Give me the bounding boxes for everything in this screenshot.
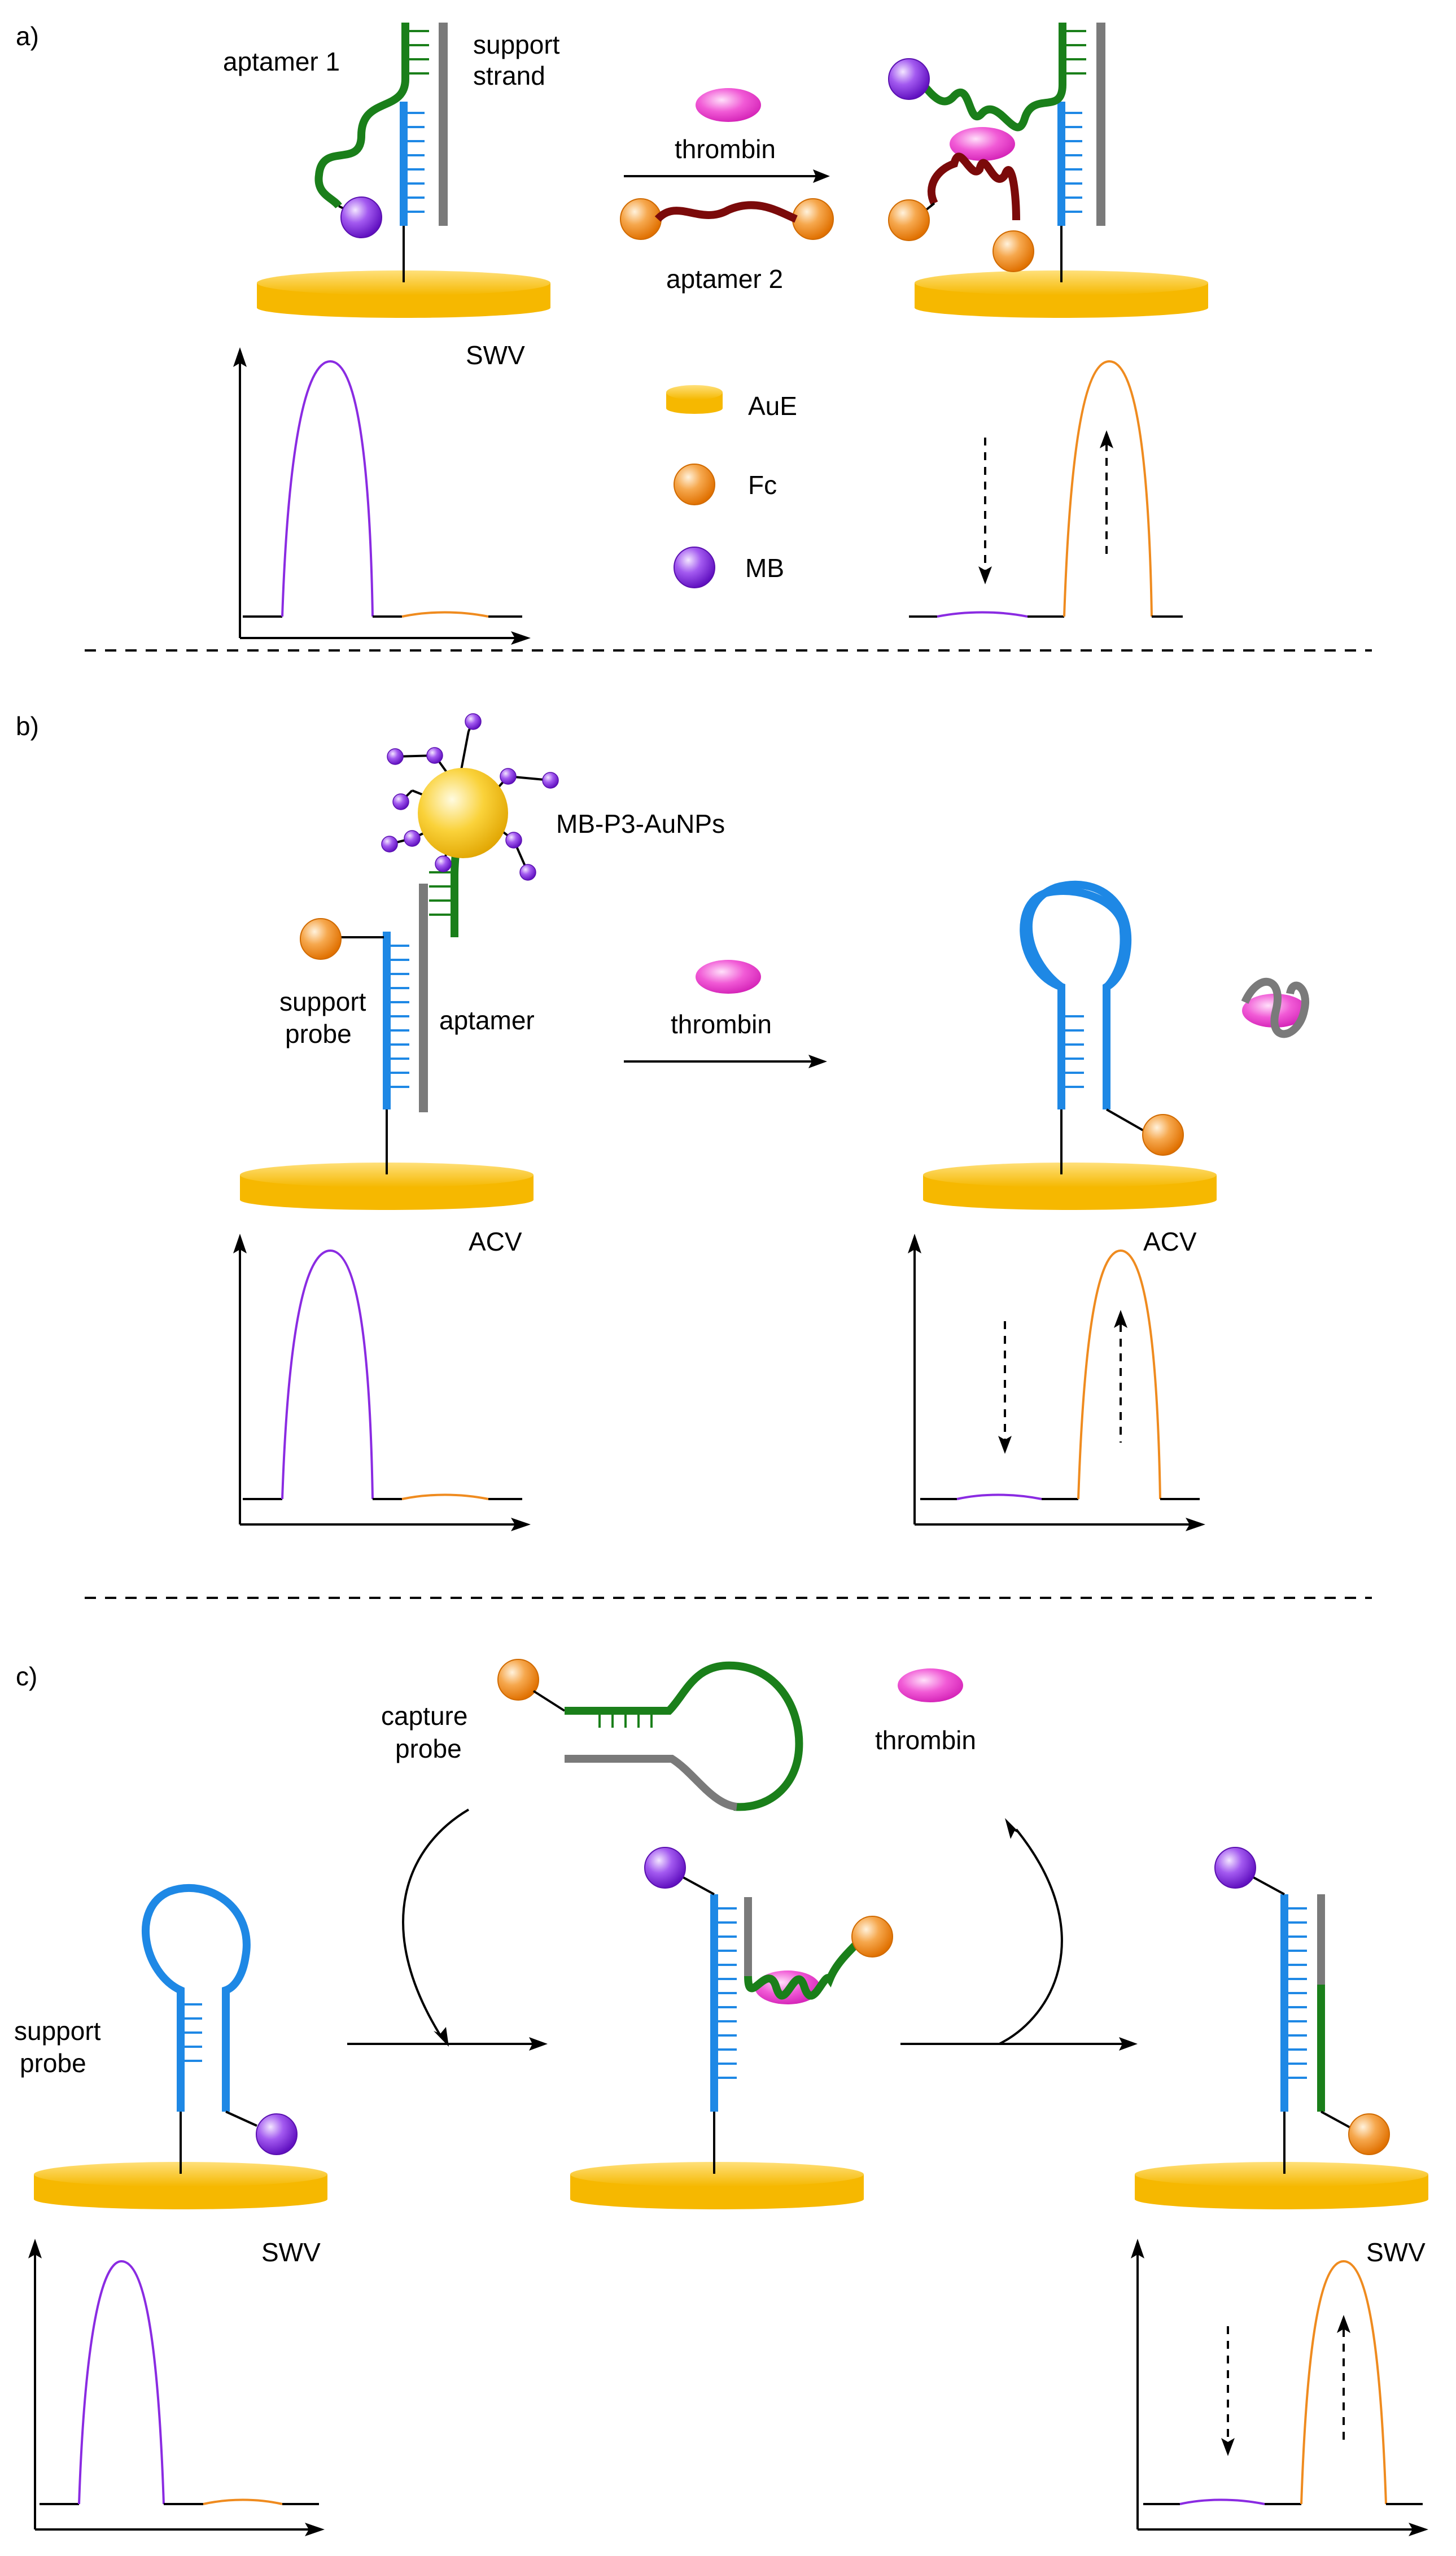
ferrocene-icon [620, 198, 662, 240]
thrombin-icon [898, 1668, 963, 1702]
support-strand-label-line2: strand [473, 61, 545, 90]
thrombin-icon [696, 960, 761, 994]
panel-b: b) [16, 711, 1372, 1599]
ferrocene-label [851, 1916, 893, 1958]
ferrocene-label [992, 230, 1034, 272]
legend: AuE Fc MB [666, 385, 797, 588]
panel-b-hairpin-construct [923, 881, 1309, 1210]
panel-b-reaction: thrombin [624, 960, 827, 1068]
method-label-right: SWV [1366, 2238, 1426, 2267]
panel-b-acv-plot-right: ACV [908, 1227, 1205, 1531]
method-label-right: ACV [1143, 1227, 1197, 1256]
thrombin-icon [696, 88, 761, 122]
panel-a-initial-construct: aptamer 1 support strand [223, 23, 560, 318]
base-pair-ticks [408, 112, 425, 213]
panel-c-final-duplex [1135, 1847, 1428, 2209]
capture-probe: capture probe thrombin [381, 1659, 976, 1811]
methylene-blue-label [1214, 1847, 1256, 1889]
panel-a-swv-plot-right [909, 360, 1183, 618]
electrode-legend-icon [666, 385, 723, 414]
ferrocene-legend-icon [674, 464, 715, 505]
legend-mb-label: MB [745, 553, 784, 583]
thrombin-label: thrombin [675, 134, 776, 164]
methylene-blue-legend-icon [674, 547, 715, 588]
panel-b-initial-construct: MB-P3-AuNPs support probe aptamer [240, 713, 725, 1210]
panel-c-initial-hairpin: support probe [14, 1884, 327, 2209]
ferrocene-label [300, 918, 342, 960]
support-probe-label-line1: support [279, 987, 366, 1016]
legend-fc-label: Fc [748, 470, 777, 500]
panel-a: a) aptamer 1 support strand [16, 21, 1372, 652]
panel-c: c) capture probe thrombin [14, 1659, 1428, 2536]
panel-c-swv-plot-right: SWV [1131, 2238, 1428, 2536]
panel-a-label: a) [16, 21, 39, 51]
methylene-blue-label [888, 58, 930, 100]
ferrocene-label [497, 1659, 539, 1701]
gold-electrode [1135, 2162, 1428, 2209]
panel-c-intermediate-construct [570, 1847, 893, 2209]
support-probe-label-line2: probe [285, 1019, 352, 1048]
methylene-blue-label [340, 196, 382, 238]
gold-electrode [923, 1163, 1217, 1210]
nanoparticle-label: MB-P3-AuNPs [556, 809, 725, 838]
aptamer1-label: aptamer 1 [223, 47, 340, 76]
method-label-left: ACV [469, 1227, 522, 1256]
methylene-blue-label [256, 2113, 298, 2155]
method-label: SWV [466, 340, 525, 370]
support-strand-label-line1: support [473, 30, 560, 59]
panel-b-acv-plot-left: ACV [233, 1227, 531, 1531]
panel-c-label: c) [16, 1662, 37, 1691]
support-probe-label-line1: support [14, 2016, 101, 2046]
panel-a-sandwich-construct [888, 23, 1208, 318]
aptamer-label: aptamer [439, 1006, 535, 1035]
capture-probe-label-line2: probe [395, 1734, 462, 1763]
ferrocene-label [1142, 1114, 1184, 1156]
support-probe-label-line2: probe [20, 2048, 86, 2078]
panel-a-swv-plot-left: SWV [233, 340, 531, 645]
ferrocene-icon [792, 198, 834, 240]
ferrocene-label [1348, 2113, 1390, 2155]
capture-probe-label-line1: capture [381, 1701, 467, 1731]
ferrocene-label [888, 199, 930, 241]
aptamer2-label: aptamer 2 [666, 264, 783, 294]
gold-nanoparticle [381, 713, 559, 881]
thrombin-label: thrombin [671, 1010, 772, 1039]
panel-b-label: b) [16, 711, 39, 741]
methylene-blue-label [644, 1847, 686, 1889]
gold-electrode [570, 2162, 864, 2209]
panel-a-reaction: thrombin aptamer 2 [620, 88, 834, 294]
panel-c-reaction-arrows [347, 1808, 1138, 2051]
legend-aue-label: AuE [748, 391, 797, 421]
thrombin-label: thrombin [875, 1725, 976, 1755]
panel-c-swv-plot-left: SWV [28, 2238, 325, 2536]
method-label-left: SWV [261, 2238, 321, 2267]
